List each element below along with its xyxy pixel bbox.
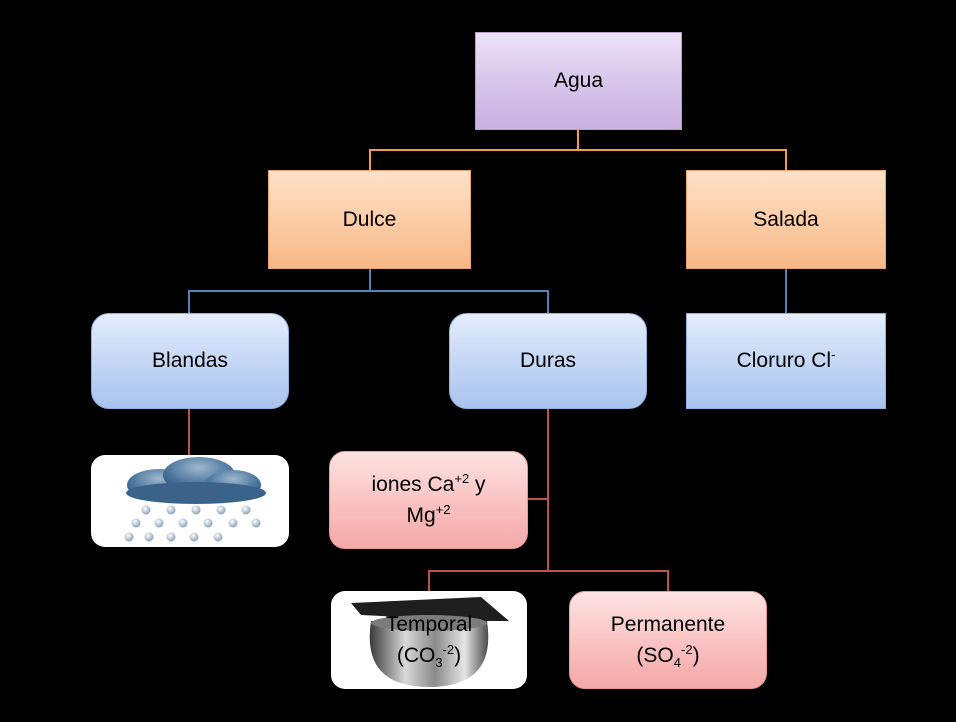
node-blandas-label: Blandas	[152, 349, 228, 373]
iones-line2: Mg	[406, 504, 436, 527]
node-iones-label: iones Ca+2 y Mg+2	[371, 469, 485, 532]
cloruro-text: Cloruro Cl	[736, 349, 832, 373]
kettle-icon	[351, 597, 509, 687]
node-salada[interactable]: Salada	[686, 170, 886, 269]
node-blandas[interactable]: Blandas	[91, 313, 289, 409]
node-dulce-label: Dulce	[342, 207, 397, 231]
iones-line1: iones Ca	[371, 472, 455, 496]
connector-dulce-branches	[188, 290, 549, 313]
iones-sup1: +2	[454, 470, 470, 486]
rain-cloud-icon	[124, 457, 266, 542]
temporal-sup: -2	[442, 642, 455, 657]
permanente-open: (SO	[636, 644, 674, 667]
node-temporal-label: Temporal (CO3-2)	[386, 609, 472, 672]
node-permanente-label: Permanente (SO4-2)	[611, 609, 725, 672]
connector-agua-branches	[369, 149, 787, 170]
node-salada-label: Salada	[753, 207, 819, 231]
permanente-sup: -2	[681, 642, 693, 657]
permanente-title: Permanente	[610, 612, 726, 636]
permanente-sub: 4	[673, 655, 681, 671]
temporal-open: (CO	[396, 644, 436, 667]
node-duras[interactable]: Duras	[449, 313, 647, 409]
node-cloruro[interactable]: Cloruro Cl-	[686, 313, 886, 409]
iones-sup2: +2	[435, 502, 451, 517]
temporal-sub: 3	[435, 655, 443, 671]
temporal-close: )	[454, 644, 462, 667]
node-agua[interactable]: Agua	[475, 32, 682, 130]
rain-cloud-picture	[91, 455, 289, 547]
node-cloruro-label: Cloruro Cl-	[737, 345, 836, 377]
connector-duras-branches	[428, 570, 669, 591]
iones-mid: y	[469, 472, 486, 496]
permanente-close: )	[692, 644, 700, 667]
node-iones[interactable]: iones Ca+2 y Mg+2	[329, 451, 528, 549]
temporal-title: Temporal	[385, 612, 473, 636]
node-dulce[interactable]: Dulce	[268, 170, 471, 269]
node-temporal[interactable]: Temporal (CO3-2)	[331, 591, 527, 689]
node-permanente[interactable]: Permanente (SO4-2)	[569, 591, 767, 689]
cloruro-charge: -	[831, 347, 836, 363]
node-duras-label: Duras	[519, 349, 577, 373]
node-agua-label: Agua	[553, 69, 604, 93]
